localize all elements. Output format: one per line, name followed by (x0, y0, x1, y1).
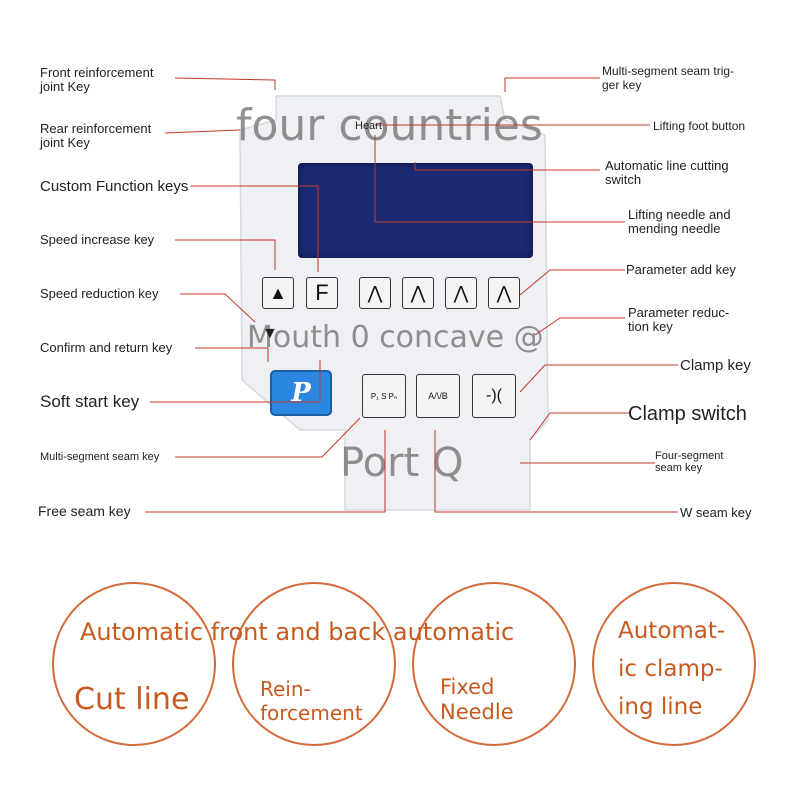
w-seam-key[interactable]: A/\/B (416, 374, 460, 418)
custom-function-key[interactable]: F (306, 277, 338, 309)
free-seam-key[interactable]: P₁ S Pₙ (362, 374, 406, 418)
feature-fixed-needle: Fixed Needle (440, 675, 514, 724)
feature-cut-line: Cut line (74, 682, 190, 717)
feature-circle-1 (52, 582, 216, 746)
parameter-add-key-4[interactable]: ⋀ (488, 277, 520, 309)
label-speed-reduction: Speed reduction key (40, 286, 159, 301)
label-four-segment: Four-segment seam key (655, 450, 724, 474)
label-clamp-switch: Clamp switch (628, 403, 747, 425)
label-parameter-reduction: Parameter reduc- tion key (628, 305, 730, 334)
label-speed-increase: Speed increase key (40, 232, 155, 247)
label-confirm-return: Confirm and return key (40, 340, 173, 355)
feature-circle-2 (232, 582, 396, 746)
parameter-add-key-2[interactable]: ⋀ (402, 277, 434, 309)
label-parameter-add: Parameter add key (626, 262, 736, 277)
label-soft-start: Soft start key (40, 392, 140, 411)
lcd-screen (298, 163, 533, 258)
label-free-seam: Free seam key (38, 503, 131, 519)
label-front-reinforcement: Front reinforcement joint Key (40, 65, 154, 94)
parameter-add-key-3[interactable]: ⋀ (445, 277, 477, 309)
soft-start-p-button[interactable]: P (270, 370, 332, 416)
label-clamp-key: Clamp key (680, 357, 751, 374)
label-multi-segment-trigger: Multi-segment seam trig- ger key (602, 64, 735, 92)
speed-increase-key[interactable]: ▲ (262, 277, 294, 309)
label-lifting-needle: Lifting needle and mending needle (628, 207, 731, 236)
label-rear-reinforcement: Rear reinforcement joint Key (40, 121, 152, 150)
parameter-add-key-1[interactable]: ⋀ (359, 277, 391, 309)
label-lifting-foot: Lifting foot button (653, 119, 746, 133)
label-custom-function: Custom Function keys (40, 178, 189, 195)
features-header: Automatic front and back automatic (80, 618, 515, 646)
label-auto-line-cutting: Automatic line cutting switch (605, 158, 729, 187)
watermark-middle: Mouth 0 concave @ (247, 320, 544, 355)
speed-reduction-key[interactable]: ▼ (262, 325, 278, 342)
feature-clamping-line: Automat- ic clamp- ing line (618, 618, 726, 720)
watermark-bottom: Port Q (340, 440, 464, 486)
clamp-key[interactable]: -)( (472, 374, 516, 418)
feature-reinforcement: Rein- forcement (260, 677, 363, 725)
feature-circle-4 (592, 582, 756, 746)
label-multi-segment-seam: Multi-segment seam key (40, 451, 160, 463)
feature-circle-3 (412, 582, 576, 746)
label-heart: Heart (355, 120, 382, 132)
label-w-seam: W seam key (680, 505, 752, 520)
